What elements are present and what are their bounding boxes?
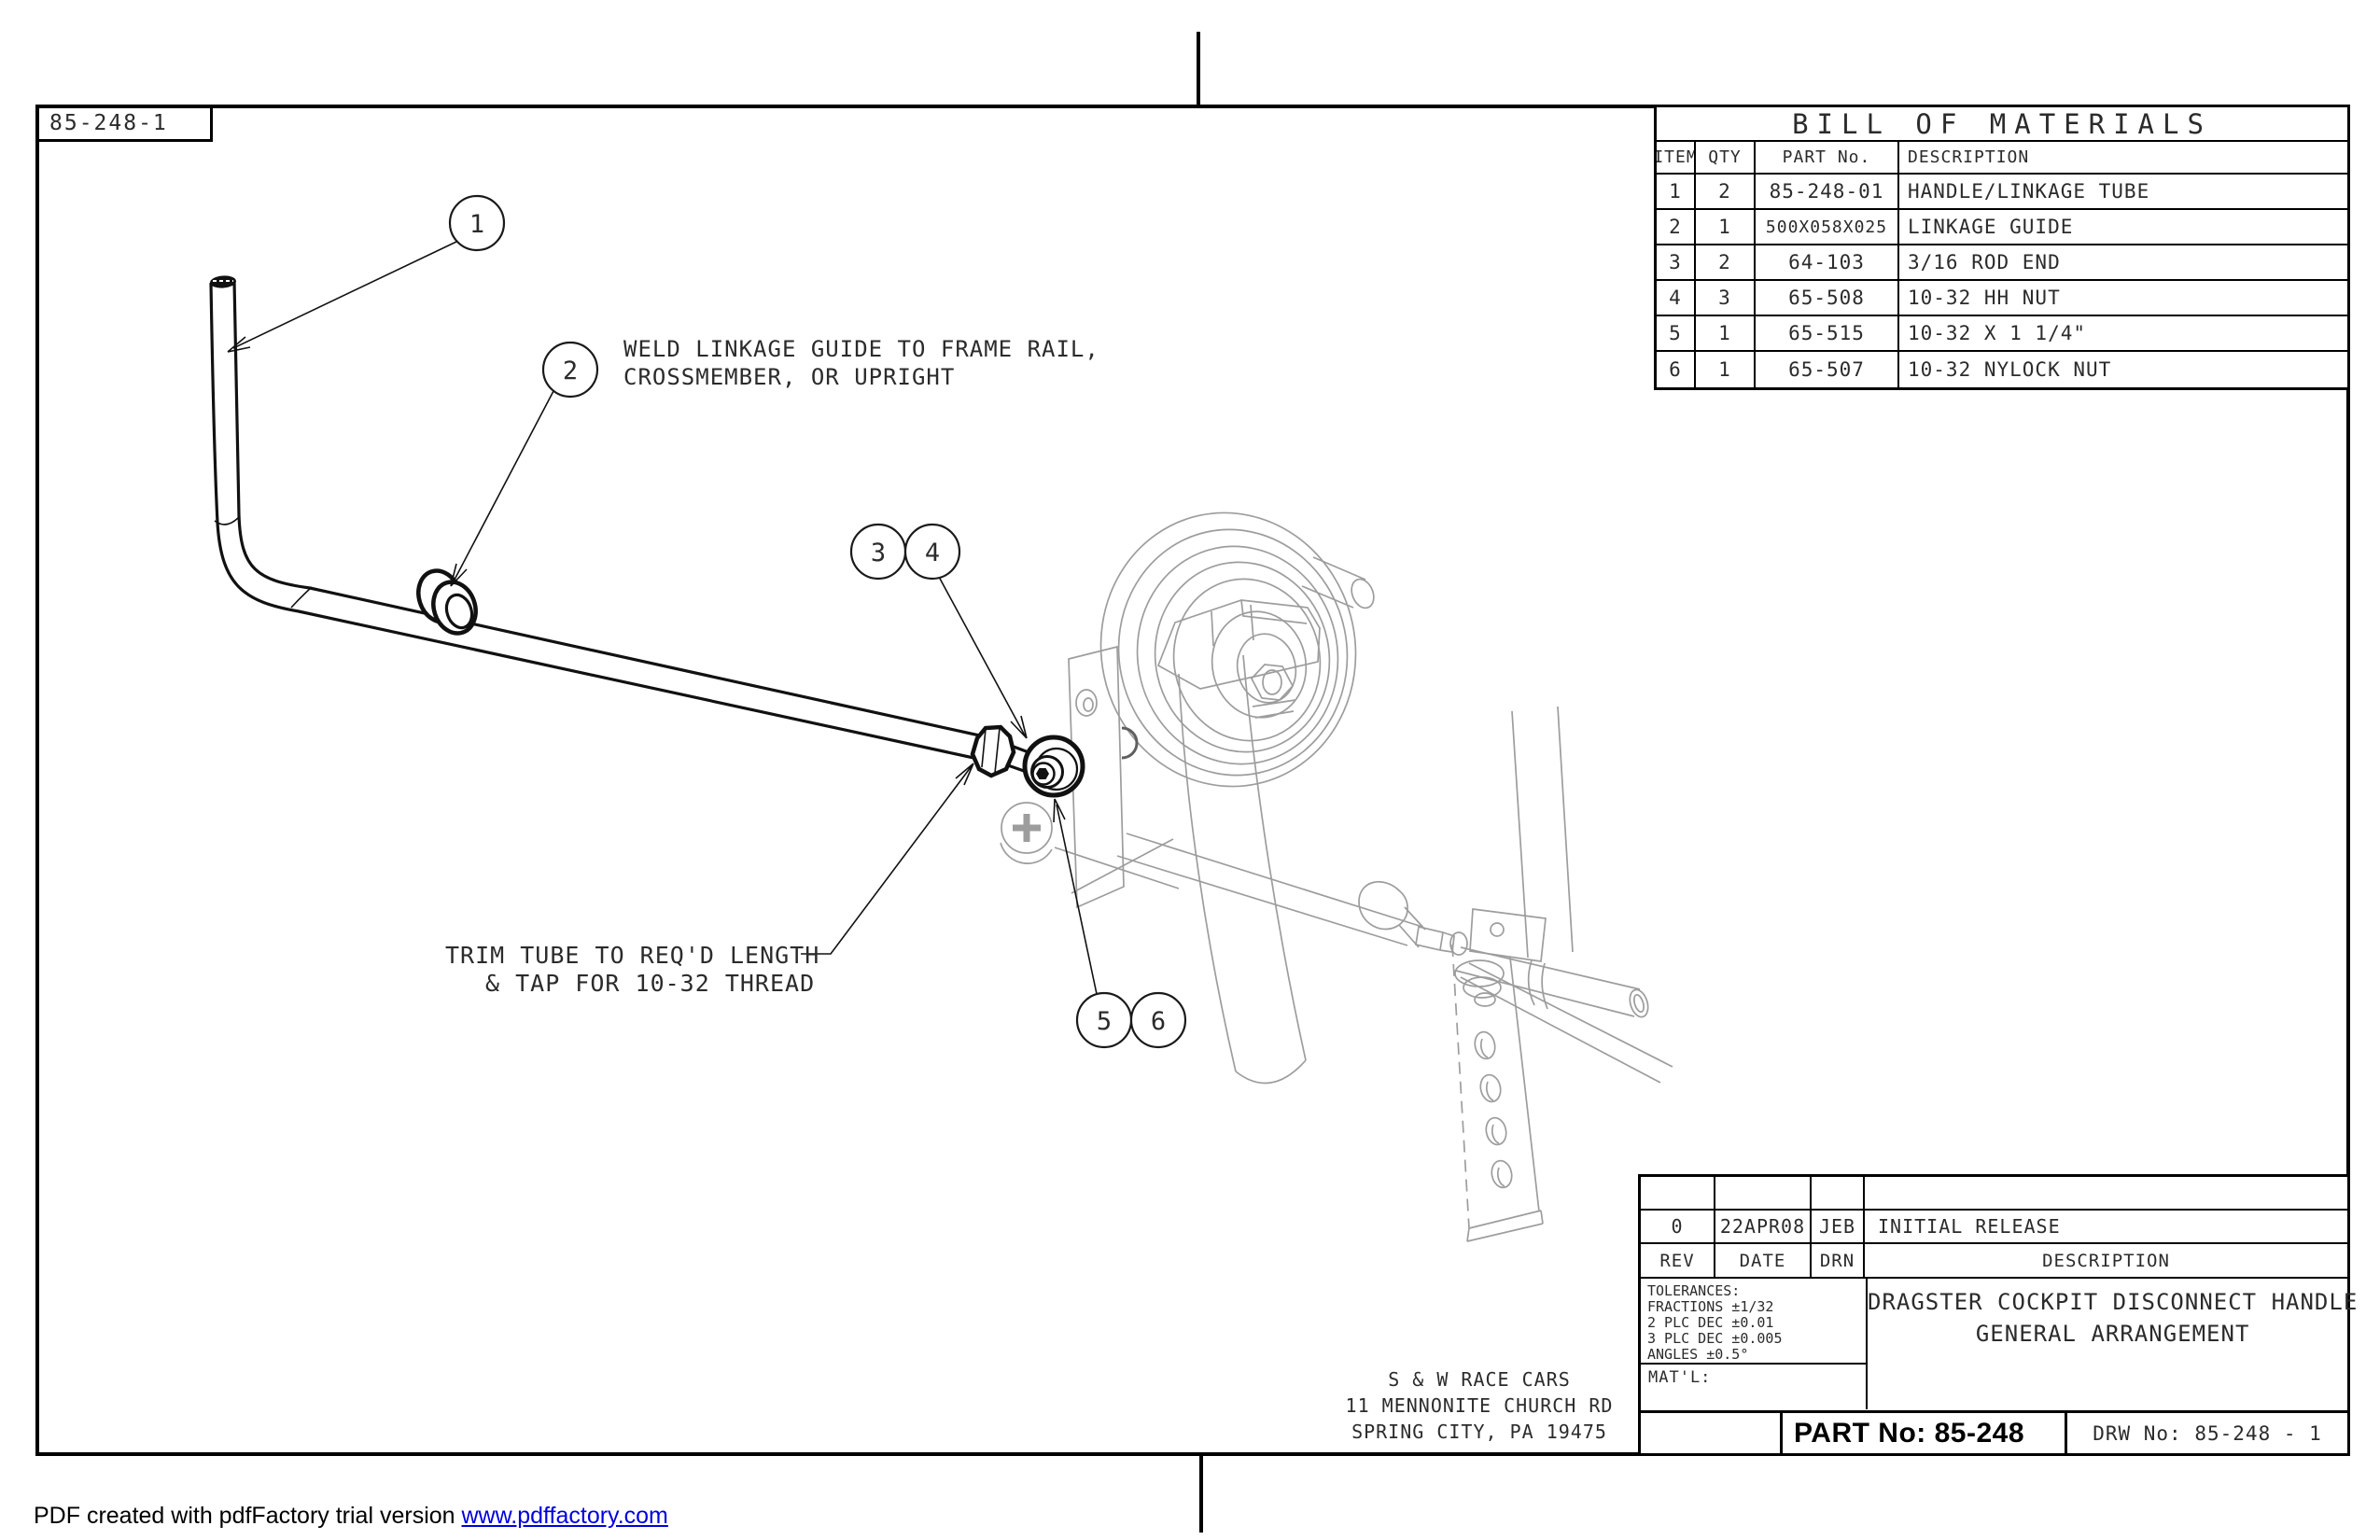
pdf-watermark: PDF created with pdfFactory trial versio… xyxy=(34,1503,668,1530)
balloon-1: 1 xyxy=(448,194,506,252)
title-block: 0 22APR08 JEB INITIAL RELEASE REV DATE D… xyxy=(1638,1174,2357,1456)
rev-header: REV xyxy=(1641,1244,1715,1279)
bom-header-qty: QTY xyxy=(1696,142,1756,175)
drn-header: DRN xyxy=(1812,1244,1865,1279)
svg-text:3: 3 xyxy=(871,539,886,567)
trim-note: TRIM TUBE TO REQ'D LENGTH & TAP FOR 10-3… xyxy=(445,942,819,997)
svg-text:1: 1 xyxy=(469,210,484,239)
bom-cell: 65-508 xyxy=(1756,281,1899,316)
drawing-number-field: DRW No: 85-248 - 1 xyxy=(2093,1421,2322,1445)
bom-cell: 1 xyxy=(1696,210,1756,245)
material-label: MAT'L: xyxy=(1641,1365,1868,1409)
balloon-6: 6 xyxy=(1129,991,1187,1049)
description-header: DESCRIPTION xyxy=(1865,1244,2347,1279)
svg-text:CROSSMEMBER, OR UPRIGHT: CROSSMEMBER, OR UPRIGHT xyxy=(623,364,955,390)
bom-cell: 64-103 xyxy=(1756,245,1899,281)
drawing-title-line1: DRAGSTER COCKPIT DISCONNECT HANDLE xyxy=(1868,1289,2359,1315)
handle-tube xyxy=(209,282,987,763)
svg-text:6: 6 xyxy=(1151,1007,1166,1036)
bom-cell: 500X058X025 xyxy=(1756,210,1899,245)
bom-cell: 2 xyxy=(1696,175,1756,210)
bill-of-materials-table: BILL OF MATERIALS ITEM QTY PART No. DESC… xyxy=(1654,105,2350,390)
company-street: 11 MENNONITE CHURCH RD xyxy=(1345,1394,1614,1417)
balloon-callouts: 1 2 3 4 5 6 xyxy=(448,194,1187,1049)
svg-text:& TAP FOR 10-32 THREAD: & TAP FOR 10-32 THREAD xyxy=(485,970,815,997)
date-header: DATE xyxy=(1715,1244,1812,1279)
company-city: SPRING CITY, PA 19475 xyxy=(1351,1421,1607,1443)
part-number: PART No: 85-248 xyxy=(1783,1413,2067,1453)
bom-cell: 2 xyxy=(1657,210,1696,245)
rev-date: 22APR08 xyxy=(1715,1211,1812,1244)
bom-header-description: DESCRIPTION xyxy=(1899,142,2347,175)
bom-cell: 5 xyxy=(1657,316,1696,352)
bom-title: BILL OF MATERIALS xyxy=(1657,107,2347,142)
bom-cell: HANDLE/LINKAGE TUBE xyxy=(1899,175,2347,210)
bom-cell: 2 xyxy=(1696,245,1756,281)
balloon-3: 3 xyxy=(849,523,907,581)
drawing-title-line2: GENERAL ARRANGEMENT xyxy=(1975,1321,2250,1347)
svg-text:4: 4 xyxy=(925,539,940,567)
balloon-4: 4 xyxy=(903,523,961,581)
bom-cell: 1 xyxy=(1657,175,1696,210)
bom-cell: 1 xyxy=(1696,352,1756,387)
pdf-watermark-text: PDF created with pdfFactory trial versio… xyxy=(34,1503,462,1529)
handle-linkage-assembly xyxy=(209,275,1085,798)
bom-header-part: PART No. xyxy=(1756,142,1899,175)
rev-empty-cell xyxy=(1812,1177,1865,1211)
rev-description: INITIAL RELEASE xyxy=(1865,1211,2347,1244)
balloon-2: 2 xyxy=(541,341,599,399)
bom-cell: 65-507 xyxy=(1756,352,1899,387)
bom-cell: LINKAGE GUIDE xyxy=(1899,210,2347,245)
bom-cell: 3 xyxy=(1657,245,1696,281)
bom-cell: 10-32 NYLOCK NUT xyxy=(1908,358,2112,381)
rev-empty-cell xyxy=(1715,1177,1812,1211)
fold-mark-top xyxy=(1197,32,1200,106)
company-name: S & W RACE CARS xyxy=(1388,1368,1571,1391)
rev-empty-cell xyxy=(1641,1177,1715,1211)
rev-empty-cell xyxy=(1865,1177,2347,1211)
titleblock-empty-cell xyxy=(1641,1413,1783,1453)
svg-text:TRIM TUBE TO REQ'D LENGTH: TRIM TUBE TO REQ'D LENGTH xyxy=(445,942,819,969)
pdffactory-link[interactable]: www.pdffactory.com xyxy=(461,1503,668,1529)
bom-cell: 10-32 HH NUT xyxy=(1899,281,2347,316)
fold-mark-bottom xyxy=(1199,1454,1203,1533)
linkage-guide xyxy=(416,568,478,636)
balloon-5: 5 xyxy=(1075,991,1133,1049)
jam-nut xyxy=(970,724,1016,778)
leader-lines xyxy=(227,241,1098,995)
svg-text:2: 2 xyxy=(563,357,578,385)
bom-cell: 4 xyxy=(1657,281,1696,316)
rev-value: 0 xyxy=(1641,1211,1715,1244)
drawing-number: 85-248-1 xyxy=(49,111,168,135)
bom-cell: 3 xyxy=(1696,281,1756,316)
bom-cell: 6 xyxy=(1657,352,1696,387)
svg-text:WELD LINKAGE GUIDE TO FRAME RA: WELD LINKAGE GUIDE TO FRAME RAIL, xyxy=(623,336,1099,362)
bom-cell: 65-515 xyxy=(1756,316,1899,352)
lever-hook-arc xyxy=(1121,726,1139,760)
weld-note: WELD LINKAGE GUIDE TO FRAME RAIL, CROSSM… xyxy=(623,336,1099,390)
bom-cell: 85-248-01 xyxy=(1756,175,1899,210)
background-mechanism xyxy=(1000,511,1673,1242)
drawing-number-box: 85-248-1 xyxy=(35,105,213,142)
company-address: S & W RACE CARS 11 MENNONITE CHURCH RD S… xyxy=(1337,1366,1622,1445)
tolerances-block: TOLERANCES: FRACTIONS ±1/32 2 PLC DEC ±0… xyxy=(1641,1279,1868,1365)
rev-drn: JEB xyxy=(1812,1211,1865,1244)
bom-cell: 3/16 ROD END xyxy=(1899,245,2347,281)
bom-header-item: ITEM xyxy=(1657,142,1696,175)
drawing-title: DRAGSTER COCKPIT DISCONNECT HANDLE GENER… xyxy=(1868,1279,2358,1409)
rod-end xyxy=(1022,735,1085,798)
svg-text:5: 5 xyxy=(1097,1007,1112,1036)
sheet-border xyxy=(35,105,2350,1456)
bom-cell: 10-32 X 1 1/4" xyxy=(1899,316,2347,352)
bom-cell: 1 xyxy=(1696,316,1756,352)
